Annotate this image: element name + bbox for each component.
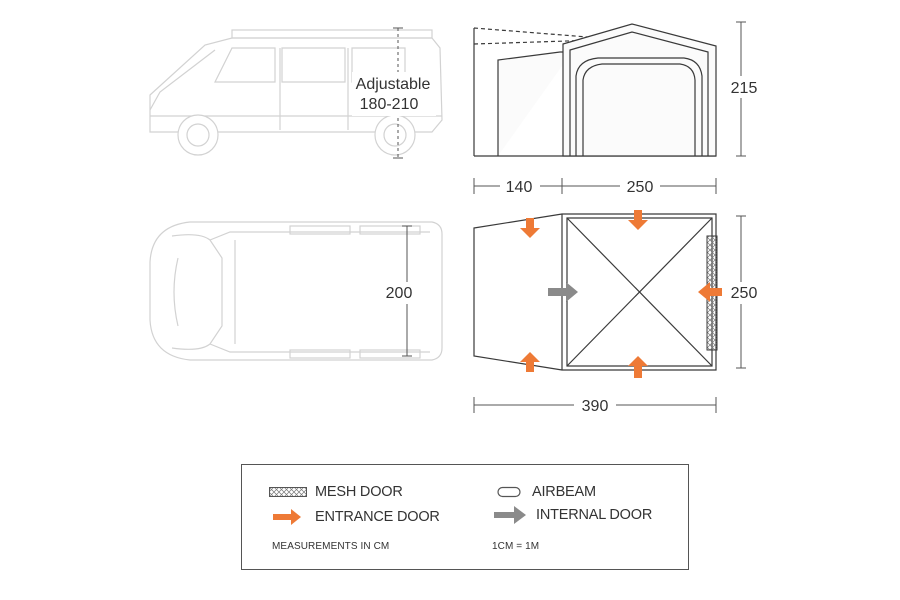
legend-mesh-door-label: MESH DOOR [315, 484, 403, 500]
legend-internal-door: INTERNAL DOOR [492, 506, 652, 524]
vehicle-width-label: 200 [386, 285, 413, 302]
legend-internal-door-label: INTERNAL DOOR [536, 507, 653, 523]
legend-airbeam-label: AIRBEAM [532, 484, 596, 500]
entrance-arrow-front-top [520, 218, 540, 238]
internal-arrow-icon [494, 506, 526, 524]
mesh-door-icon [269, 487, 307, 497]
total-length-label: 390 [582, 398, 609, 415]
awning-side-view [473, 23, 717, 157]
legend-measurements: MEASUREMENTS IN CM [272, 541, 389, 552]
legend-entrance-door: ENTRANCE DOOR [269, 509, 440, 525]
legend-scale: 1CM = 1M [492, 541, 539, 552]
legend-entrance-door-label: ENTRANCE DOOR [315, 509, 440, 525]
main-width-label: 250 [731, 285, 758, 302]
entrance-arrow-icon [273, 509, 301, 525]
internal-door-arrow [548, 282, 578, 302]
legend-mesh-door: MESH DOOR [269, 484, 403, 500]
entrance-arrow-front-bottom [520, 352, 540, 372]
van-side-view [149, 29, 443, 156]
legend: MESH DOOR ENTRANCE DOOR MEASUREMENTS IN … [241, 464, 689, 570]
scale-note: 1CM = 1M [492, 541, 540, 552]
main-length-label: 250 [627, 179, 654, 196]
tent-height-label: 215 [731, 80, 758, 97]
airbeam-icon [497, 486, 521, 498]
entrance-arrow-main-top [628, 210, 648, 230]
adjustable-label: Adjustable [356, 76, 431, 93]
van-top-view [149, 221, 443, 361]
front-length-label: 140 [506, 179, 533, 196]
adjustable-range: 180-210 [360, 96, 419, 113]
measurements-note: MEASUREMENTS IN CM [272, 541, 390, 552]
legend-airbeam: AIRBEAM [494, 484, 596, 500]
entrance-arrow-main-bottom [628, 356, 648, 378]
entrance-arrow-side [698, 282, 722, 302]
entrance-door-arrows [520, 210, 722, 378]
awning-floor-plan [473, 213, 717, 371]
